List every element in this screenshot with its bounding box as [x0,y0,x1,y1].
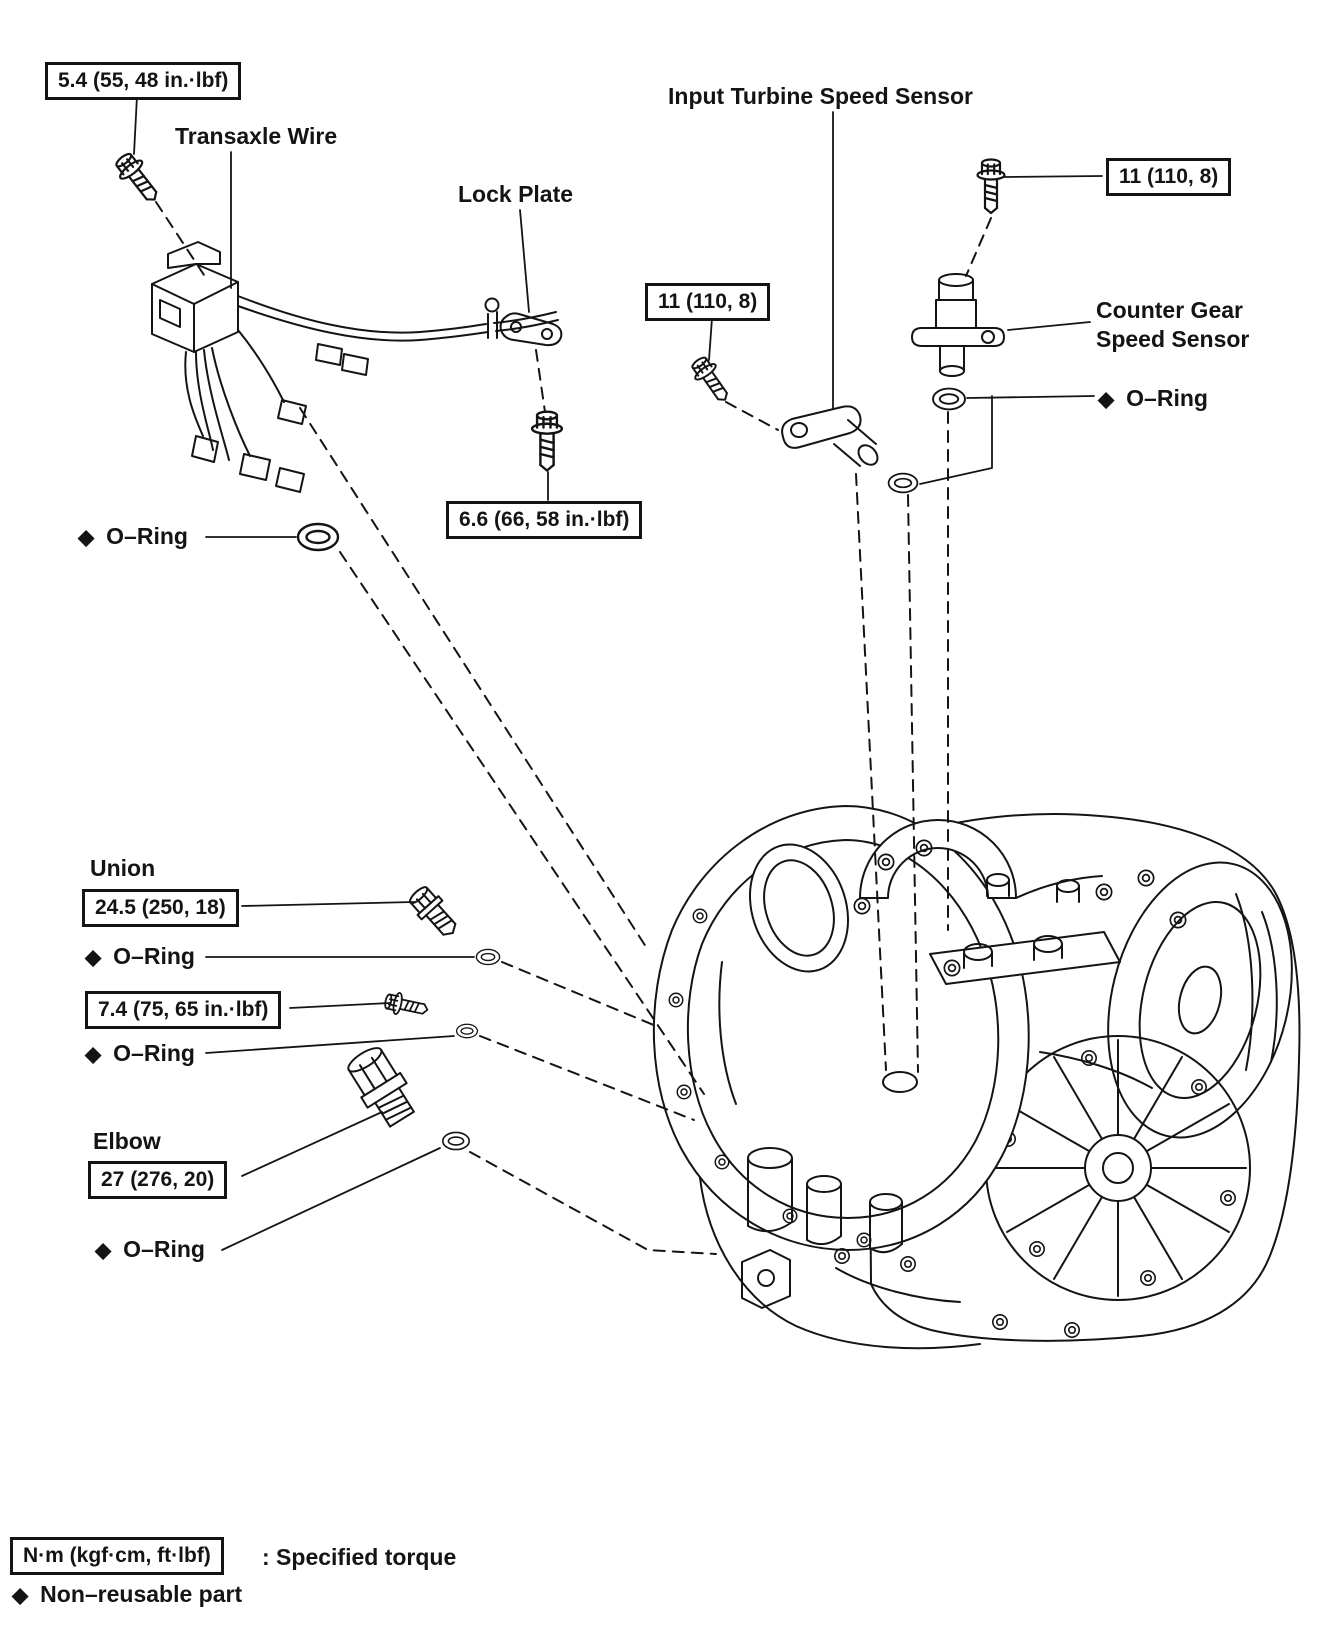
label-union: Union [90,855,156,881]
transaxle-case-drawing [652,805,1301,1350]
label-elbow: Elbow [93,1128,161,1154]
torque-spec-counter-sensor-bolt: 11 (110, 8) [1106,158,1232,197]
label-lock-plate: Lock Plate [458,181,574,207]
torque-spec-transaxle-wire-bolt: 5.4 (55, 48 in.·lbf) [45,62,242,101]
input-turbine-speed-sensor-drawing [781,405,879,467]
elbow-fitting-drawing [347,1047,415,1128]
bolt-transaxle-wire [109,148,167,209]
o-ring-label-small-union: ◆ O–Ring [85,1039,195,1068]
diamond-icon: ◆ [95,1239,112,1262]
legend-non-reusable: ◆ Non–reusable part [12,1580,242,1609]
o-ring-label-elbow: ◆ O–Ring [95,1235,205,1264]
torque-spec-input-sensor-bolt: 11 (110, 8) [645,283,771,322]
leader-lines [133,95,1103,1251]
legend-torque-meaning: : Specified torque [262,1544,457,1570]
o-ring-elbow [442,1131,470,1151]
torque-spec-small-union-bolt: 7.4 (75, 65 in.·lbf) [85,991,282,1030]
o-ring-label-union: ◆ O–Ring [85,942,195,971]
diamond-icon: ◆ [1098,388,1115,411]
bolt-input-sensor [686,352,737,408]
o-ring-label-text: O–Ring [113,943,195,969]
diamond-icon: ◆ [12,1584,29,1607]
assembly-dashed-lines [155,201,992,1255]
counter-gear-speed-sensor-drawing [911,273,1005,377]
torque-spec-lock-plate-bolt: 6.6 (66, 58 in.·lbf) [446,501,643,540]
o-ring-small-union [455,1023,479,1039]
o-ring-label-text: O–Ring [113,1040,195,1066]
o-ring-input-sensor [887,472,919,494]
torque-spec-elbow: 27 (276, 20) [88,1161,228,1200]
bolt-small-union [382,989,431,1022]
legend-non-reusable-text: Non–reusable part [40,1581,243,1607]
bolt-lock-plate [530,410,564,472]
o-ring-counter-sensor [932,387,966,411]
bolt-counter-sensor [976,158,1006,215]
o-ring-union [475,948,501,966]
lock-plate-drawing [499,312,563,347]
transaxle-wire-harness-drawing [151,241,559,493]
diamond-icon: ◆ [78,526,95,549]
o-ring-label-transaxle-wire: ◆ O–Ring [78,522,188,551]
legend-torque-units-box: N·m (kgf·cm, ft·lbf) [10,1537,224,1576]
o-ring-label-text: O–Ring [123,1236,205,1262]
o-ring-label-counter-sensor: ◆ O–Ring [1098,384,1208,413]
union-fitting-drawing [409,886,457,936]
torque-spec-union: 24.5 (250, 18) [82,889,239,928]
o-ring-label-text: O–Ring [106,523,188,549]
diamond-icon: ◆ [85,946,102,969]
label-counter-gear-speed-sensor: Counter Gear Speed Sensor [1096,297,1250,352]
o-ring-transaxle-wire [296,522,340,552]
label-input-turbine-speed-sensor: Input Turbine Speed Sensor [668,83,973,109]
label-transaxle-wire: Transaxle Wire [175,123,338,149]
diamond-icon: ◆ [85,1043,102,1066]
o-ring-label-text: O–Ring [1126,385,1208,411]
